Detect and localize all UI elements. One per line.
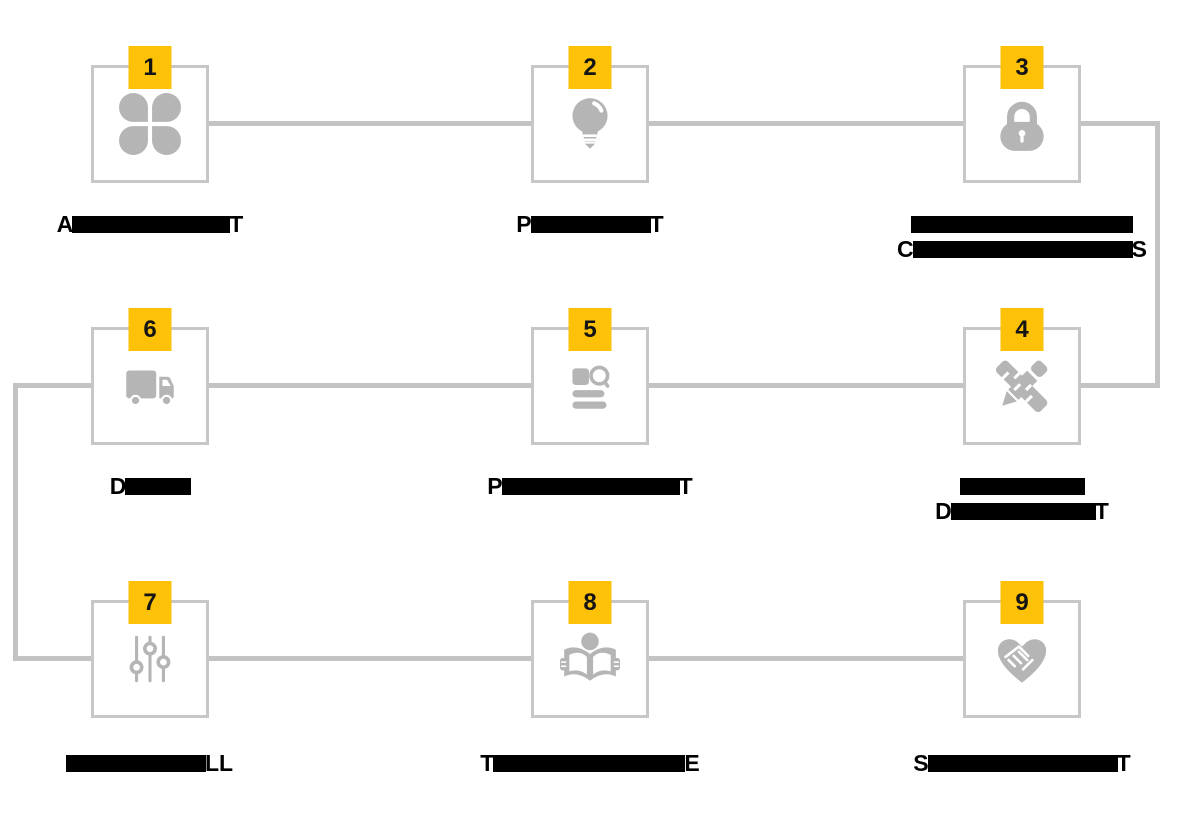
lock-icon xyxy=(1000,101,1044,151)
label-line: T E xyxy=(480,751,699,776)
step-2-box: 2 xyxy=(531,46,649,183)
label-line: LL xyxy=(65,750,234,776)
step-7-number: 7 xyxy=(143,588,157,616)
step-8-label: T E xyxy=(440,751,740,776)
label-text: P xyxy=(516,211,532,237)
label-line: C S xyxy=(897,237,1147,262)
redaction-bar xyxy=(65,755,206,772)
step-8-badge: 8 xyxy=(568,581,612,624)
step-2-label: P T xyxy=(440,212,740,237)
redaction-bar xyxy=(927,755,1118,772)
connector-line xyxy=(649,656,964,661)
step-3-number: 3 xyxy=(1015,53,1029,81)
step-1-label: A T xyxy=(0,212,300,237)
step-8-box: 8 xyxy=(531,581,649,718)
step-9-number: 9 xyxy=(1015,588,1029,616)
label-text: A xyxy=(56,211,74,237)
step-2-number: 2 xyxy=(583,53,597,81)
step-3-box: 3 xyxy=(963,46,1081,183)
redaction-bar xyxy=(911,216,1133,233)
label-line xyxy=(911,212,1133,237)
label-line: D T xyxy=(935,499,1109,524)
connector-line xyxy=(649,121,964,126)
label-text: D xyxy=(109,473,127,499)
step-2-badge: 2 xyxy=(568,46,612,89)
label-text: T xyxy=(678,473,693,499)
step-6-number: 6 xyxy=(143,315,157,343)
label-text: LL xyxy=(204,750,234,776)
redaction-bar xyxy=(493,755,686,772)
step-5-box: 5 xyxy=(531,308,649,445)
clover-icon xyxy=(119,93,181,155)
step-5-label: P T xyxy=(440,474,740,499)
step-4-label: D T xyxy=(872,474,1172,524)
step-4-badge: 4 xyxy=(1000,308,1044,351)
step-6-box: 6 xyxy=(91,308,209,445)
step-6-label: D xyxy=(0,474,300,499)
step-7-label: LL xyxy=(0,751,300,776)
step-8-number: 8 xyxy=(583,588,597,616)
label-line: P T xyxy=(516,212,663,237)
label-text: D xyxy=(935,498,952,524)
label-text: T xyxy=(1094,498,1109,524)
open-book-icon xyxy=(560,632,620,681)
redaction-bar xyxy=(72,216,231,233)
step-4-number: 4 xyxy=(1015,315,1029,343)
label-line: S T xyxy=(913,751,1130,776)
connector-line xyxy=(649,383,964,388)
step-9-badge: 9 xyxy=(1000,581,1044,624)
pencil-ruler-icon xyxy=(995,360,1048,413)
step-5-number: 5 xyxy=(583,315,597,343)
redaction-bar xyxy=(501,478,680,495)
label-line: A T xyxy=(57,212,244,237)
connector-line xyxy=(13,383,91,388)
connector-line xyxy=(1081,121,1160,126)
redaction-bar xyxy=(530,216,651,233)
connector-line xyxy=(1081,383,1160,388)
connector-line xyxy=(1155,121,1160,388)
handshake-heart-icon xyxy=(997,639,1047,683)
connector-line xyxy=(209,121,532,126)
label-text: P xyxy=(487,473,503,499)
truck-icon xyxy=(126,370,174,407)
label-line: P T xyxy=(487,474,692,499)
document-search-icon xyxy=(572,365,610,409)
step-3-label: C S xyxy=(872,212,1172,262)
lightbulb-icon xyxy=(572,98,608,149)
step-1-number: 1 xyxy=(143,53,157,81)
label-text: T xyxy=(480,750,495,776)
connector-line xyxy=(13,656,91,661)
redaction-bar xyxy=(912,241,1133,258)
step-6-badge: 6 xyxy=(128,308,172,351)
label-text: C xyxy=(897,236,914,262)
label-text: T xyxy=(1116,750,1131,776)
label-text: S xyxy=(913,750,929,776)
label-line: D xyxy=(109,473,192,499)
connector-line xyxy=(209,656,532,661)
step-7-badge: 7 xyxy=(128,581,172,624)
step-7-box: 7 xyxy=(91,581,209,718)
redaction-bar xyxy=(959,478,1085,495)
redaction-bar xyxy=(950,503,1096,520)
step-5-badge: 5 xyxy=(568,308,612,351)
label-text: T xyxy=(229,211,244,237)
step-4-box: 4 xyxy=(963,308,1081,445)
label-line xyxy=(959,474,1085,499)
connector-line xyxy=(209,383,532,388)
sliders-icon xyxy=(129,635,171,683)
step-9-label: S T xyxy=(872,751,1172,776)
label-text: S xyxy=(1131,236,1147,262)
step-3-badge: 3 xyxy=(1000,46,1044,89)
label-text: T xyxy=(649,211,664,237)
step-1-box: 1 xyxy=(91,46,209,183)
step-9-box: 9 xyxy=(963,581,1081,718)
label-text: E xyxy=(684,750,700,776)
connector-line xyxy=(13,383,18,661)
step-1-badge: 1 xyxy=(128,46,172,89)
redaction-bar xyxy=(125,478,192,495)
